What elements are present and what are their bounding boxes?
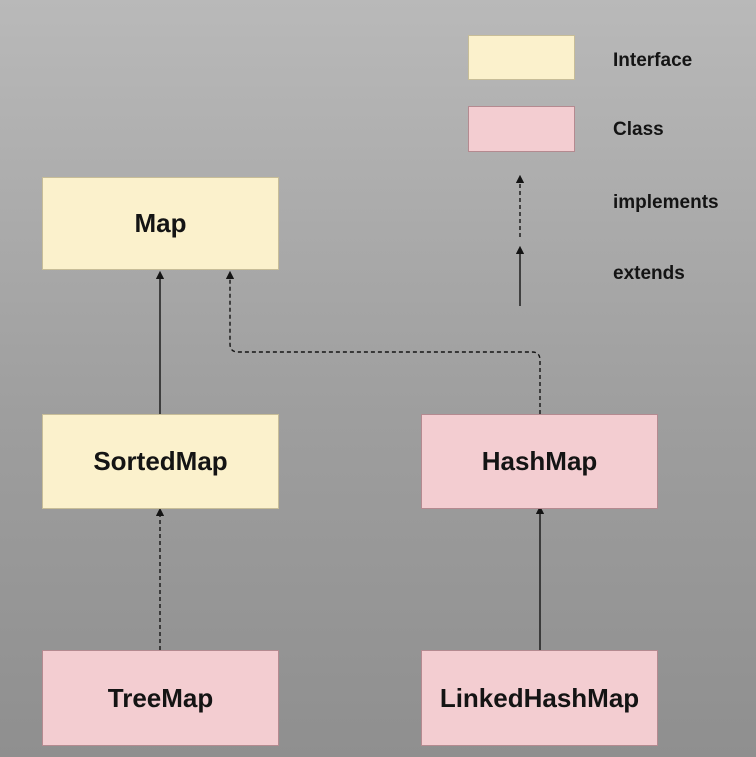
node-sortedmap: SortedMap [42,414,279,509]
node-hashmap: HashMap [421,414,658,509]
node-linkedhashmap: LinkedHashMap [421,650,658,746]
legend-class-swatch [468,106,575,152]
node-map: Map [42,177,279,270]
legend-interface-label: Interface [613,50,693,71]
edge-hashmap-implements-map [225,270,541,414]
legend-interface-swatch [468,35,575,80]
node-treemap: TreeMap [42,650,279,746]
legend-class-label: Class [613,119,664,140]
legend-extends-label: extends [613,263,685,284]
legend-implements-label: implements [613,192,719,213]
